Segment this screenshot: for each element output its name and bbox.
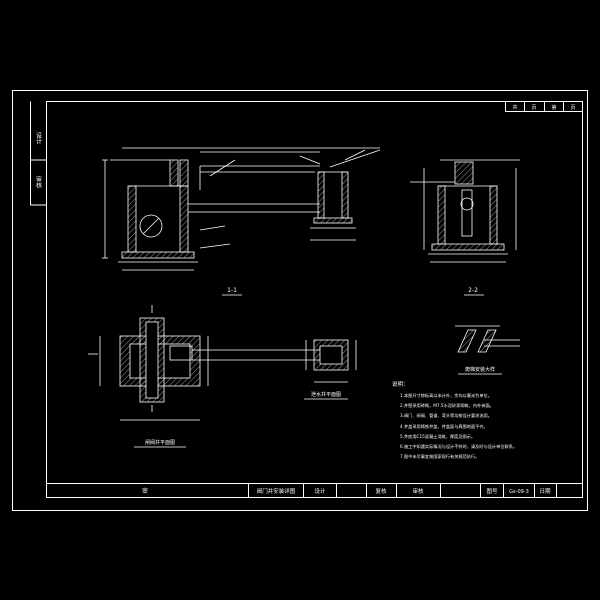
note-item: 5.井底用C15混凝土浇筑，厚度见图示。 bbox=[400, 433, 475, 440]
title-cell-date: 日期 bbox=[539, 488, 551, 495]
note-item: 6.施工中如遇实际情况与设计不符时，请及时与设计单位联系。 bbox=[400, 443, 517, 450]
ladder-detail-label: 爬梯安装大样 bbox=[465, 366, 495, 373]
note-item: 2.井壁采用砖砌，M7.5水泥砂浆砌筑，内外抹面。 bbox=[400, 402, 494, 409]
plan-left-label: 闸阀井平面图 bbox=[145, 439, 175, 446]
page-cell-3: 页 bbox=[570, 105, 575, 111]
section-2-2-label: 2-2 bbox=[468, 287, 478, 294]
notes-block: 说明： 1.本图尺寸除标高以米计外，余均以毫米为单位。 2.井壁采用砖砌，M7.… bbox=[392, 380, 517, 460]
plan-view bbox=[88, 305, 357, 421]
note-item: 3.阀门、闸阀、管道、弯头等均按设计要求选用。 bbox=[400, 412, 492, 419]
left-strip-bottom: 审核 bbox=[35, 175, 42, 189]
title-block: 审 阀门井安装详图 设计 复核 审核 图号 Gs-09-3 日期 bbox=[46, 483, 583, 498]
page-cell-0: 共 bbox=[512, 104, 517, 111]
drawing-number: Gs-09-3 bbox=[509, 489, 529, 495]
title-cell-check: 复核 bbox=[375, 487, 387, 495]
title-cell-design: 设计 bbox=[314, 487, 326, 495]
title-cell-drawing-no-label: 图号 bbox=[486, 487, 498, 495]
notes-heading: 说明： bbox=[392, 380, 409, 388]
plan-right-label: 泄水井平面图 bbox=[311, 391, 341, 398]
note-item: 7.图中未尽事宜按国家现行有关规范执行。 bbox=[400, 453, 479, 460]
ladder-detail bbox=[455, 325, 520, 353]
page-cell-2: 第 bbox=[551, 104, 556, 111]
outer-frame bbox=[12, 90, 588, 511]
left-strip-top: 设计 bbox=[35, 131, 42, 145]
note-item: 1.本图尺寸除标高以米计外，余均以毫米为单位。 bbox=[400, 392, 492, 399]
drawing-title: 阀门井安装详图 bbox=[257, 487, 296, 495]
inner-frame bbox=[46, 101, 583, 498]
section-1-1-label: 1-1 bbox=[227, 287, 237, 294]
section-2-2 bbox=[410, 159, 520, 263]
title-cell-reviewer: 审 bbox=[142, 487, 148, 495]
note-item: 4.井盖采用铸铁井盖，井盖面与周围地面平齐。 bbox=[400, 423, 488, 430]
page-cell-1: 页 bbox=[531, 105, 536, 111]
left-strip: 设计 审核 bbox=[30, 101, 47, 206]
section-1-1 bbox=[102, 147, 381, 271]
page-count-block: 共 页 第 页 bbox=[505, 101, 583, 112]
title-cell-audit: 审核 bbox=[412, 487, 424, 495]
